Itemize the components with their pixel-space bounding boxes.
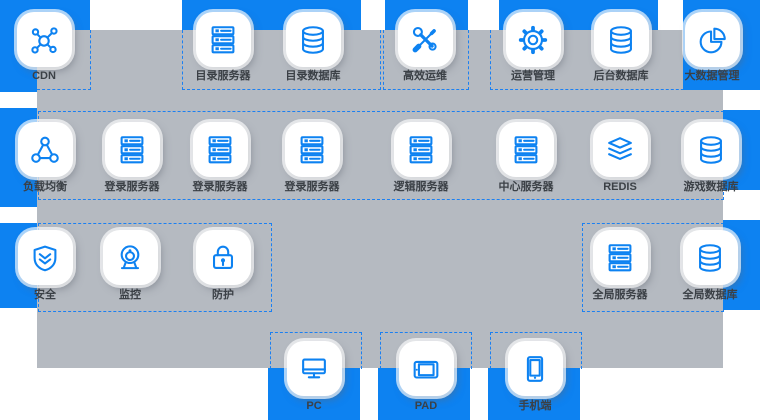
node-label-bigdata-mgmt: 大数据管理: [684, 70, 740, 82]
node-global-database: [682, 230, 738, 285]
server-icon: [203, 133, 237, 167]
node-label-dir-server: 目录服务器: [195, 70, 251, 82]
node-global-server: [592, 230, 648, 285]
node-label-operation-mgmt: 运营管理: [511, 70, 555, 82]
node-label-login-server-2: 登录服务器: [192, 181, 248, 193]
node-monitoring: [102, 230, 158, 285]
node-label-protection: 防护: [212, 289, 234, 301]
node-dir-database: [285, 12, 341, 67]
node-label-mobile-client: 手机端: [518, 400, 552, 412]
node-label-pc-client: PC: [306, 400, 322, 412]
zone-mobile: [490, 332, 582, 369]
database-icon: [604, 23, 638, 57]
node-label-pad-client: PAD: [414, 400, 438, 412]
tools-icon: [408, 23, 442, 57]
node-pc-client: [286, 341, 342, 396]
database-icon: [694, 133, 728, 167]
node-login-server-1: [104, 122, 160, 177]
server-icon: [295, 133, 329, 167]
node-label-redis: REDIS: [603, 181, 637, 193]
node-login-server-3: [284, 122, 340, 177]
lock-icon: [206, 241, 240, 275]
zone-pc: [270, 332, 362, 369]
zone-pad: [380, 332, 472, 369]
camera-icon: [113, 241, 147, 275]
phone-icon: [518, 352, 552, 386]
node-dir-server: [195, 12, 251, 67]
node-label-global-database: 全局数据库: [682, 289, 738, 301]
node-label-ops-maintenance: 高效运维: [403, 70, 447, 82]
node-label-dir-database: 目录数据库: [285, 70, 341, 82]
zone-ops: [383, 30, 469, 90]
node-label-global-server: 全局服务器: [592, 289, 648, 301]
cdn-icon: [27, 23, 61, 57]
node-game-database: [683, 122, 739, 177]
node-label-security: 安全: [34, 289, 56, 301]
node-label-login-server-1: 登录服务器: [104, 181, 160, 193]
node-mobile-client: [507, 341, 563, 396]
node-login-server-2: [192, 122, 248, 177]
monitor-icon: [297, 352, 331, 386]
node-backend-database: [593, 12, 649, 67]
node-security: [17, 230, 73, 285]
node-cdn: [16, 12, 72, 67]
zone-directory: [182, 30, 381, 90]
node-operation-mgmt: [505, 12, 561, 67]
node-redis: [592, 122, 648, 177]
tablet-icon: [409, 352, 443, 386]
node-label-game-database: 游戏数据库: [683, 181, 739, 193]
pie-icon: [695, 23, 729, 57]
server-icon: [509, 133, 543, 167]
database-icon: [296, 23, 330, 57]
node-label-load-balancer: 负载均衡: [23, 181, 67, 193]
server-icon: [206, 23, 240, 57]
node-protection: [195, 230, 251, 285]
redis-icon: [603, 133, 637, 167]
server-icon: [603, 241, 637, 275]
node-load-balancer: [17, 122, 73, 177]
node-center-server: [498, 122, 554, 177]
node-label-login-server-3: 登录服务器: [284, 181, 340, 193]
node-label-backend-database: 后台数据库: [593, 70, 649, 82]
gear-icon: [516, 23, 550, 57]
server-icon: [404, 133, 438, 167]
server-icon: [115, 133, 149, 167]
zone-cdn: [37, 30, 91, 90]
node-label-center-server: 中心服务器: [498, 181, 554, 193]
node-bigdata-mgmt: [684, 12, 740, 67]
node-label-logic-server: 逻辑服务器: [393, 181, 449, 193]
node-ops-maintenance: [397, 12, 453, 67]
node-logic-server: [393, 122, 449, 177]
shield-icon: [28, 241, 62, 275]
balance-icon: [28, 133, 62, 167]
node-label-monitoring: 监控: [119, 289, 141, 301]
node-label-cdn: CDN: [32, 70, 56, 82]
database-icon: [693, 241, 727, 275]
node-pad-client: [398, 341, 454, 396]
